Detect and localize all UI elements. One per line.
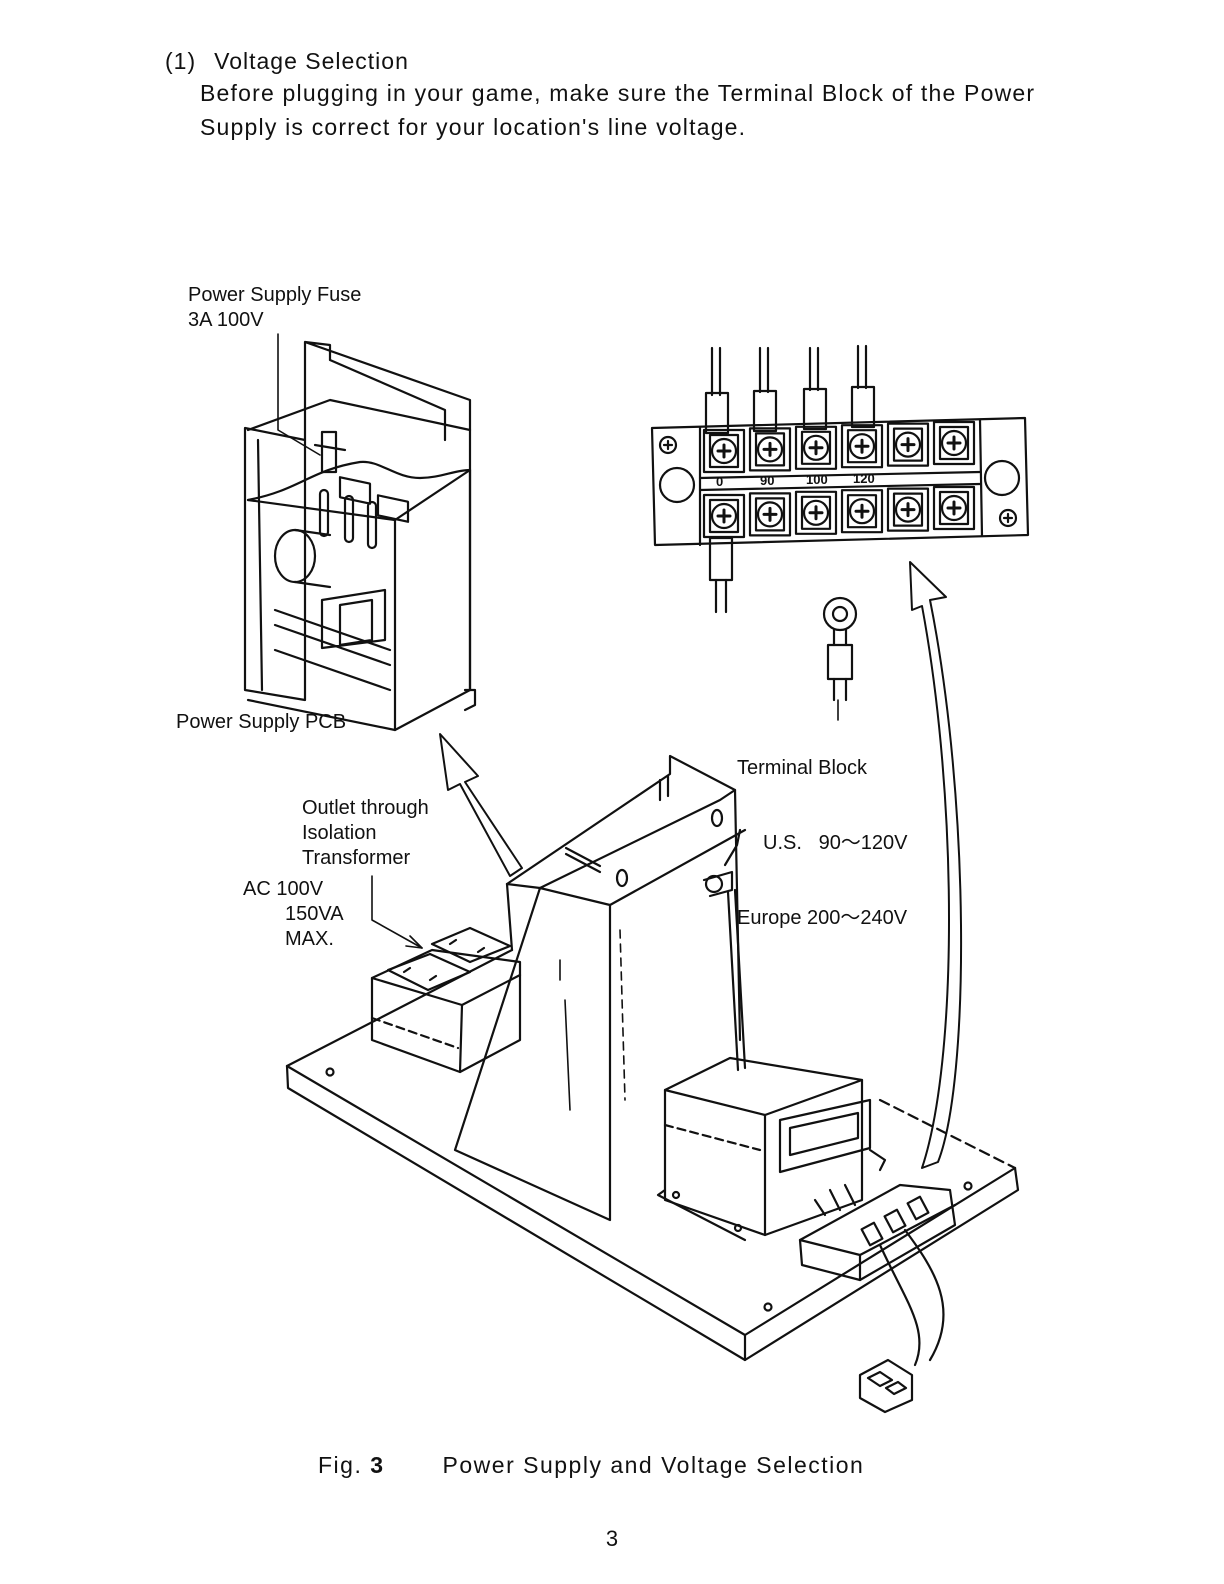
terminal-screw-top-5 [886,422,930,467]
terminal-screw-bottom-3 [794,490,838,535]
terminal-block-detail-drawing [650,344,1030,547]
outlet-label: Outlet through Isolation Transformer [302,796,429,871]
outlet-label-line1: Outlet through [302,797,429,819]
terminal-number-labels: 0 90 100 120 [716,471,875,489]
ac-rating-line1: AC 100V [243,878,324,900]
figure-title: Power Supply and Voltage Selection [442,1452,865,1478]
terminal-block-line2: U.S. 90～120V [763,832,908,854]
terminal-screw-top-6 [932,420,976,466]
ac-rating-line2: 150VA [285,903,344,925]
terminal-screw-bottom-6 [932,485,976,531]
terminal-screw-top-4 [840,424,884,469]
section-title: Voltage Selection [214,48,409,74]
fuse-label-line2: 3A 100V [188,309,264,331]
figure-number: Fig. 3 [318,1452,385,1478]
terminal-screw-bottom-1 [702,493,746,539]
outlet-label-line3: Transformer [302,847,411,869]
ac-rating-line3: MAX. [285,928,334,950]
terminal-screw-top-1 [702,428,746,474]
terminal-label-120: 120 [853,471,875,486]
power-supply-box-drawing [243,333,477,732]
terminal-screw-bottom-2 [748,492,792,537]
fuse-label: Power Supply Fuse 3A 100V [188,283,361,333]
arrows [371,561,963,1169]
fuse-label-line1: Power Supply Fuse [188,284,362,306]
terminal-screw-top-2 [748,427,792,472]
terminal-block-label: Terminal Block U.S. 90～120V Europe 200～2… [737,706,908,956]
outlet-label-line2: Isolation [302,822,377,844]
pcb-label: Power Supply PCB [176,711,347,733]
ac-rating-label: AC 100V 150VA MAX. [243,877,344,952]
terminal-block-lower-wire [708,536,858,702]
section-number: (1) [165,48,197,74]
chassis-drawing [285,754,1020,1414]
page-number: 3 [605,1526,619,1551]
figure-caption: Fig. 3 Power Supply and Voltage Selection [318,1452,864,1479]
terminal-cells [702,420,976,539]
terminal-label-100: 100 [806,472,828,487]
terminal-label-90: 90 [760,473,774,488]
terminal-label-0: 0 [716,474,723,489]
intro-paragraph: Before plugging in your game, make sure … [200,80,1036,140]
terminal-screw-bottom-5 [886,487,930,532]
terminal-block-line3: Europe 200～240V [737,907,908,929]
terminal-block-line1: Terminal Block [737,757,868,779]
terminal-screw-top-3 [794,425,838,470]
terminal-screw-bottom-4 [840,489,884,534]
section-heading: (1) Voltage Selection [165,48,409,75]
